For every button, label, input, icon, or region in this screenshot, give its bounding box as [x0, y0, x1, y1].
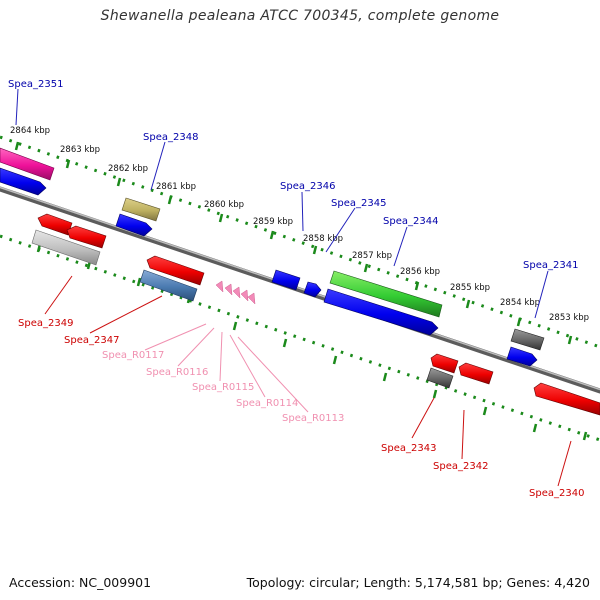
- gene-label-spea-2342[interactable]: Spea_2342: [433, 461, 488, 472]
- gene-feature-spea-2351[interactable]: [0, 147, 55, 196]
- gene-feature-spea-2346[interactable]: [271, 269, 322, 298]
- tick-mark: [332, 355, 338, 365]
- tick-mark: [218, 213, 224, 223]
- gene-feature-spea-2345[interactable]: [323, 288, 439, 336]
- leader-line: [301, 191, 304, 232]
- leader-line: [325, 207, 356, 253]
- leader-line: [229, 334, 266, 398]
- leader-line: [393, 226, 408, 267]
- leader-line: [44, 275, 73, 315]
- tick-mark: [516, 317, 522, 327]
- gene-label-spea-2346[interactable]: Spea_2346: [280, 181, 335, 192]
- kbp-label: 2857 kbp: [352, 251, 392, 261]
- gene-label-spea-r0113[interactable]: Spea_R0113: [282, 413, 344, 424]
- gene-label-spea-2341[interactable]: Spea_2341: [523, 260, 578, 271]
- gene-label-spea-2345[interactable]: Spea_2345: [331, 198, 386, 209]
- tick-mark: [282, 338, 288, 348]
- gene-feature-spea-2348[interactable]: [115, 197, 161, 237]
- genome-backbone: [0, 186, 600, 394]
- kbp-label: 2859 kbp: [253, 217, 293, 227]
- rrna-arrow: [232, 286, 241, 299]
- rrna-arrow: [215, 280, 224, 293]
- leader-line: [219, 331, 223, 382]
- leader-line: [144, 323, 207, 351]
- rrna-arrow: [247, 292, 256, 305]
- gene-label-spea-2351[interactable]: Spea_2351: [8, 79, 63, 90]
- reverse-strand-genes: [31, 213, 600, 416]
- tick-mark: [312, 245, 318, 255]
- kbp-label: 2858 kbp: [303, 234, 343, 244]
- rrna-cluster[interactable]: [215, 280, 256, 305]
- kbp-label: 2855 kbp: [450, 283, 490, 293]
- kbp-label: 2861 kbp: [156, 182, 196, 192]
- leader-line: [237, 336, 309, 413]
- rrna-arrow: [240, 289, 249, 302]
- gene-label-spea-2343[interactable]: Spea_2343: [381, 443, 436, 454]
- kbp-label: 2854 kbp: [500, 298, 540, 308]
- tick-mark: [414, 281, 420, 291]
- gene-label-spea-r0114[interactable]: Spea_R0114: [236, 398, 298, 409]
- kbp-labels: 2864 kbp 2863 kbp 2862 kbp 2861 kbp 2860…: [10, 126, 589, 323]
- gene-label-spea-r0117[interactable]: Spea_R0117: [102, 350, 164, 361]
- kbp-label: 2860 kbp: [204, 200, 244, 210]
- kbp-label: 2863 kbp: [60, 145, 100, 155]
- tick-mark: [532, 423, 538, 433]
- topology-text: Topology: circular; Length: 5,174,581 bp…: [246, 575, 590, 590]
- lower-major-ticks: [36, 243, 588, 441]
- tick-mark: [482, 406, 488, 416]
- gene-label-spea-2348[interactable]: Spea_2348: [143, 132, 198, 143]
- leader-line: [15, 88, 19, 126]
- gene-label-spea-2340[interactable]: Spea_2340: [529, 488, 584, 499]
- leader-line: [411, 397, 435, 439]
- gene-label-spea-2349[interactable]: Spea_2349: [18, 318, 73, 329]
- tick-mark: [136, 277, 142, 287]
- gene-feature-spea-2344[interactable]: [329, 270, 443, 318]
- tick-mark: [14, 141, 20, 151]
- tick-mark: [232, 321, 238, 331]
- kbp-label: 2864 kbp: [10, 126, 50, 136]
- tick-mark: [269, 230, 275, 240]
- gene-labels: Spea_2351 Spea_2348 Spea_2346 Spea_2345 …: [8, 79, 584, 499]
- leader-line: [534, 270, 549, 319]
- leader-line: [150, 141, 166, 191]
- leader-line: [177, 327, 215, 367]
- gene-label-spea-r0116[interactable]: Spea_R0116: [146, 367, 208, 378]
- gene-feature-spea-2341[interactable]: [506, 328, 545, 367]
- tick-mark: [65, 159, 71, 169]
- forward-strand-genes: [0, 147, 545, 367]
- gene-label-spea-2347[interactable]: Spea_2347: [64, 335, 119, 346]
- tick-mark: [382, 372, 388, 382]
- kbp-label: 2856 kbp: [400, 267, 440, 277]
- tick-mark: [582, 431, 588, 441]
- accession-text: Accession: NC_009901: [9, 575, 152, 590]
- upper-major-ticks: [14, 141, 573, 345]
- tick-mark: [116, 177, 122, 187]
- tick-mark: [167, 195, 173, 205]
- kbp-label: 2853 kbp: [549, 313, 589, 323]
- rrna-arrow: [224, 283, 233, 296]
- tick-mark: [432, 389, 438, 399]
- gene-feature-spea-2340[interactable]: [533, 382, 600, 416]
- leader-line: [557, 440, 572, 487]
- gene-feature-spea-2342[interactable]: [458, 362, 494, 385]
- leader-line: [461, 409, 465, 460]
- gene-label-spea-r0115[interactable]: Spea_R0115: [192, 382, 254, 393]
- gene-label-spea-2344[interactable]: Spea_2344: [383, 216, 438, 227]
- kbp-label: 2862 kbp: [108, 164, 148, 174]
- tick-mark: [363, 263, 369, 273]
- tick-mark: [567, 335, 573, 345]
- gene-feature-spea-2343[interactable]: [426, 353, 459, 389]
- gene-feature-spea-2349[interactable]: [31, 213, 107, 266]
- leader-line: [89, 295, 163, 334]
- gene-feature-spea-2347[interactable]: [139, 255, 205, 302]
- genome-backbone-highlight: [0, 186, 600, 391]
- label-leaders: [15, 88, 572, 487]
- tick-mark: [465, 299, 471, 309]
- page-title: Shewanella pealeana ATCC 700345, complet…: [100, 8, 500, 24]
